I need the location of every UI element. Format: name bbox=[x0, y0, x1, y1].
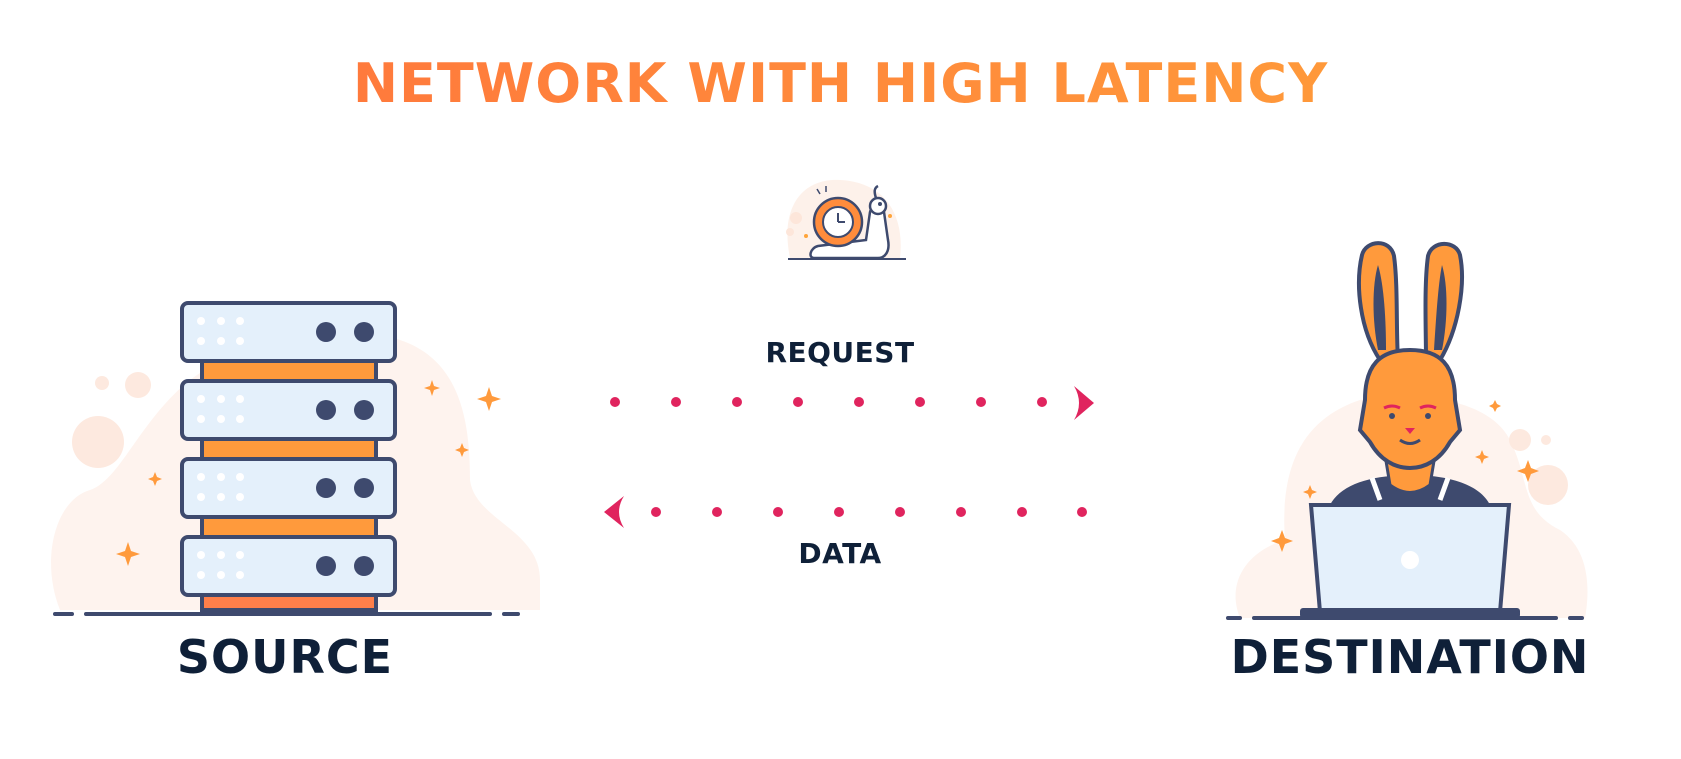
data-label: DATA bbox=[798, 537, 882, 570]
request-label: REQUEST bbox=[765, 336, 915, 369]
request-arrow bbox=[610, 386, 1094, 420]
diagram-title: NETWORK WITH HIGH LATENCY bbox=[0, 52, 1681, 115]
server-rack-icon bbox=[51, 301, 540, 616]
destination-label: DESTINATION bbox=[1230, 630, 1590, 684]
snail-clock-icon bbox=[786, 179, 906, 260]
rabbit-with-laptop-icon bbox=[1226, 241, 1588, 620]
data-arrow bbox=[604, 496, 1087, 528]
source-label: SOURCE bbox=[176, 630, 394, 684]
